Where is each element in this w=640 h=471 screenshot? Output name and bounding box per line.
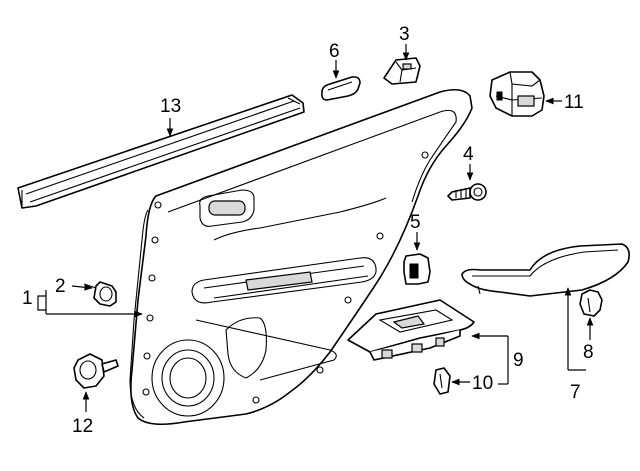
switch-bezel (347, 299, 475, 361)
callout-9: 9 (513, 350, 524, 371)
window-switch (489, 71, 545, 117)
retainer-clip (403, 253, 431, 285)
callout-13: 13 (160, 96, 181, 117)
door-trim-panel (129, 88, 473, 426)
callout-10: 10 (472, 373, 493, 394)
callout-3: 3 (399, 24, 410, 45)
screw (447, 183, 487, 201)
callout-12: 12 (72, 416, 93, 437)
callout-11: 11 (564, 92, 584, 113)
callout-labels: 1 2 3 4 5 6 7 8 9 10 11 12 13 (22, 24, 594, 437)
callout-8: 8 (583, 342, 594, 363)
pin-clip (73, 353, 119, 389)
callout-7: 7 (570, 382, 581, 403)
armrest-clip (579, 289, 603, 317)
callout-5: 5 (410, 212, 421, 233)
bezel-clip (433, 367, 451, 395)
leader-lines (37, 44, 594, 412)
armrest-cover (461, 243, 630, 297)
callout-6: 6 (329, 41, 340, 62)
belt-weatherstrip (17, 94, 305, 209)
callout-2: 2 (55, 276, 66, 297)
trim-clip (83, 281, 117, 307)
handle-cover (321, 76, 361, 101)
clip-bracket (383, 57, 421, 85)
callout-4: 4 (463, 144, 474, 165)
callout-1: 1 (22, 288, 33, 309)
